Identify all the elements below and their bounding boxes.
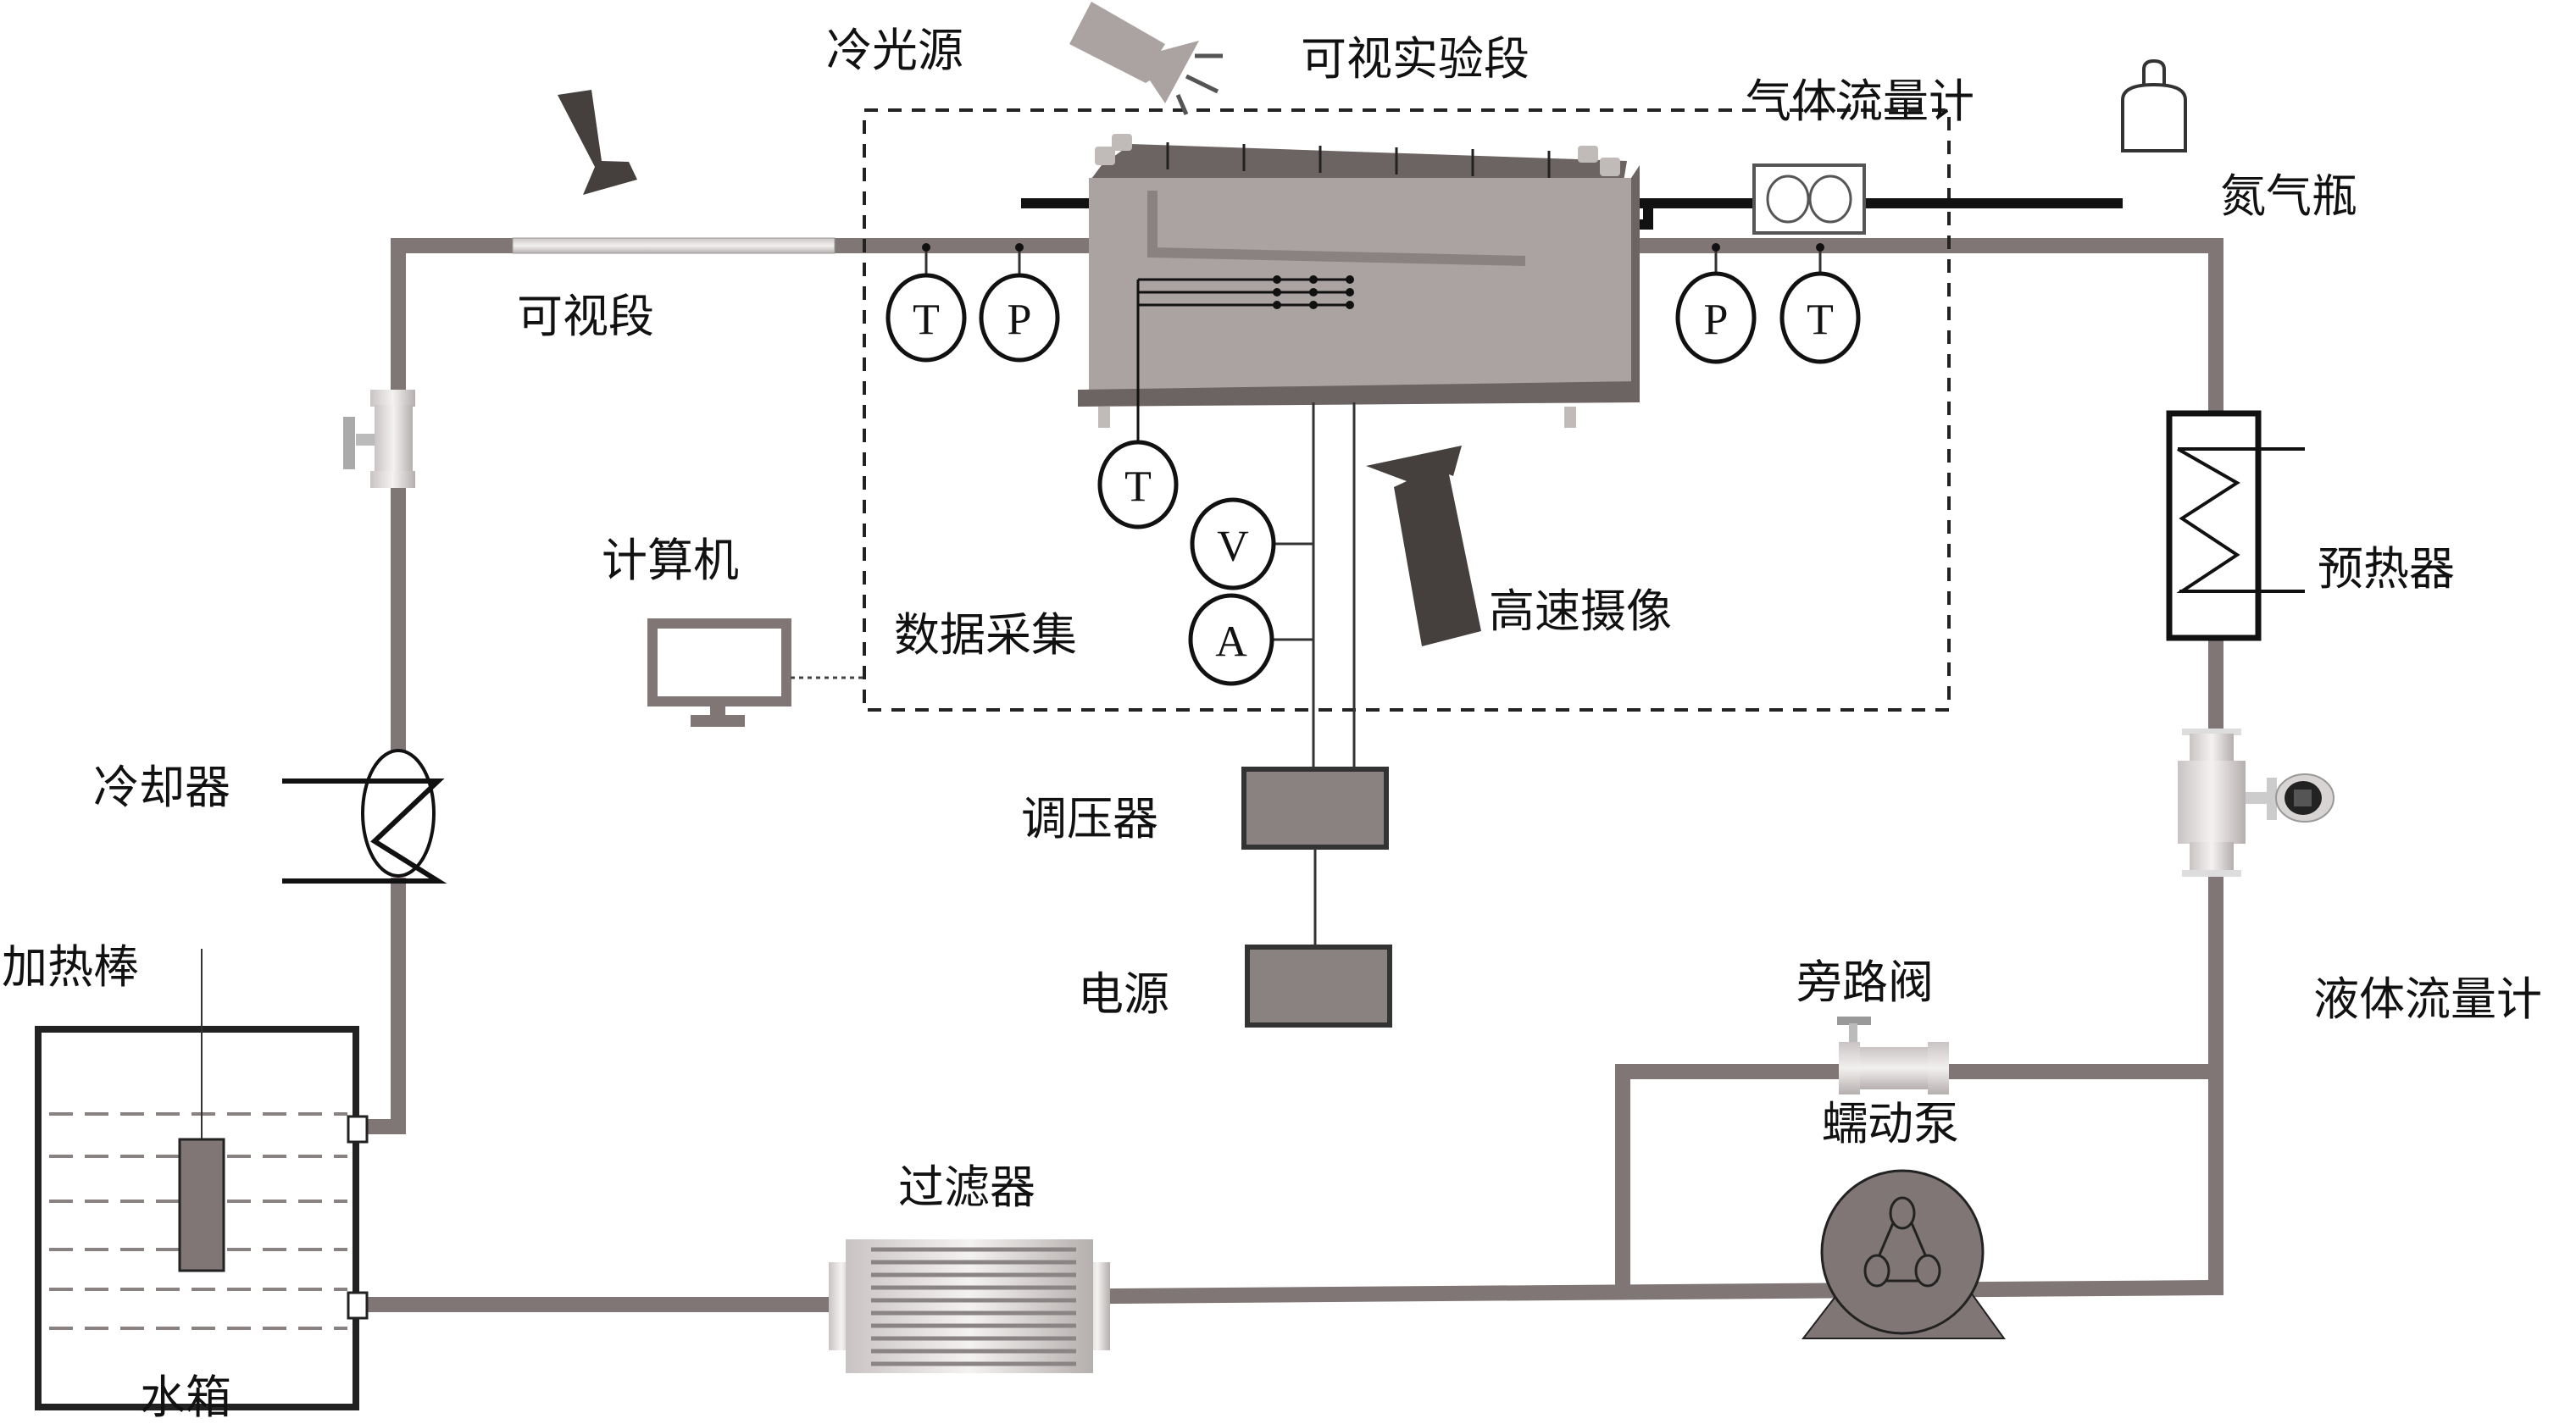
label-liquid-flowmeter: 液体流量计 xyxy=(2313,972,2542,1026)
gauge-letter: V xyxy=(1217,523,1249,571)
camera-visual-section-icon xyxy=(558,90,637,195)
bypass-valve-icon xyxy=(1837,1017,1949,1094)
label-filter: 过滤器 xyxy=(898,1161,1035,1214)
gauge-letter: P xyxy=(1704,296,1729,345)
label-power-supply: 电源 xyxy=(1078,967,1169,1021)
label-visual-test-section: 可视实验段 xyxy=(1301,32,1530,86)
power-supply-box xyxy=(1245,945,1392,1028)
nitrogen-cylinder-icon xyxy=(2121,58,2187,152)
label-visual-section: 可视段 xyxy=(517,290,654,343)
gas-flowmeter-icon xyxy=(1752,163,1866,235)
label-data-acquisition: 数据采集 xyxy=(894,608,1077,662)
gauge-voltmeter: V xyxy=(1190,497,1276,590)
pipe-bypass xyxy=(1615,1064,2223,1299)
label-peristaltic-pump: 蠕动泵 xyxy=(1822,1097,1959,1150)
visual-section xyxy=(512,237,836,254)
label-bypass-valve: 旁路阀 xyxy=(1796,956,1934,1009)
gauge-outlet-temperature: T xyxy=(1779,271,1861,364)
gauge-wall-temperature: T xyxy=(1097,440,1179,529)
peristaltic-pump-icon xyxy=(1801,1169,2006,1339)
power-leads xyxy=(1271,402,1356,947)
gauge-letter: P xyxy=(1008,296,1032,345)
pipe-top-left xyxy=(391,238,1101,414)
gauge-outlet-pressure: P xyxy=(1675,271,1757,364)
gauge-letter: T xyxy=(1807,296,1834,345)
label-heating-rod: 加热棒 xyxy=(2,940,139,994)
liquid-flowmeter-icon xyxy=(2178,729,2334,877)
label-high-speed-camera: 高速摄像 xyxy=(1489,585,1672,638)
cold-light-source-icon xyxy=(1069,2,1223,115)
voltage-regulator-box xyxy=(1241,767,1389,850)
gas-supply xyxy=(1021,58,2187,235)
filter-icon xyxy=(829,1239,1110,1373)
high-speed-camera-icon xyxy=(1366,446,1481,646)
gauge-letter: T xyxy=(1124,463,1152,512)
gauge-inlet-pressure: P xyxy=(979,273,1060,363)
gauge-ammeter: A xyxy=(1188,593,1274,686)
label-cooler: 冷却器 xyxy=(93,761,230,814)
gauge-letter: A xyxy=(1215,618,1247,667)
gauge-inlet-temperature: T xyxy=(886,273,967,363)
heating-rod-icon xyxy=(178,949,225,1272)
preheater-icon xyxy=(2166,410,2305,641)
label-water-tank: 水箱 xyxy=(140,1371,231,1424)
label-voltage-regulator: 调压器 xyxy=(1021,792,1158,845)
computer-icon xyxy=(647,618,864,727)
data-acquisition-boundary xyxy=(863,108,1951,712)
valve-left-icon xyxy=(343,390,415,488)
pipe-bottom-right xyxy=(1106,1279,2224,1305)
label-cold-light-source: 冷光源 xyxy=(826,24,963,77)
label-nitrogen-cylinder: 氮气瓶 xyxy=(2220,169,2357,223)
cooler-icon xyxy=(282,749,447,884)
label-computer: 计算机 xyxy=(602,534,739,587)
label-preheater: 预热器 xyxy=(2318,542,2455,596)
label-gas-flowmeter: 气体流量计 xyxy=(1746,75,1974,128)
pipe-tank-outlet xyxy=(353,1111,406,1134)
gauge-letter: T xyxy=(913,296,940,345)
visual-test-section xyxy=(1078,134,1640,445)
